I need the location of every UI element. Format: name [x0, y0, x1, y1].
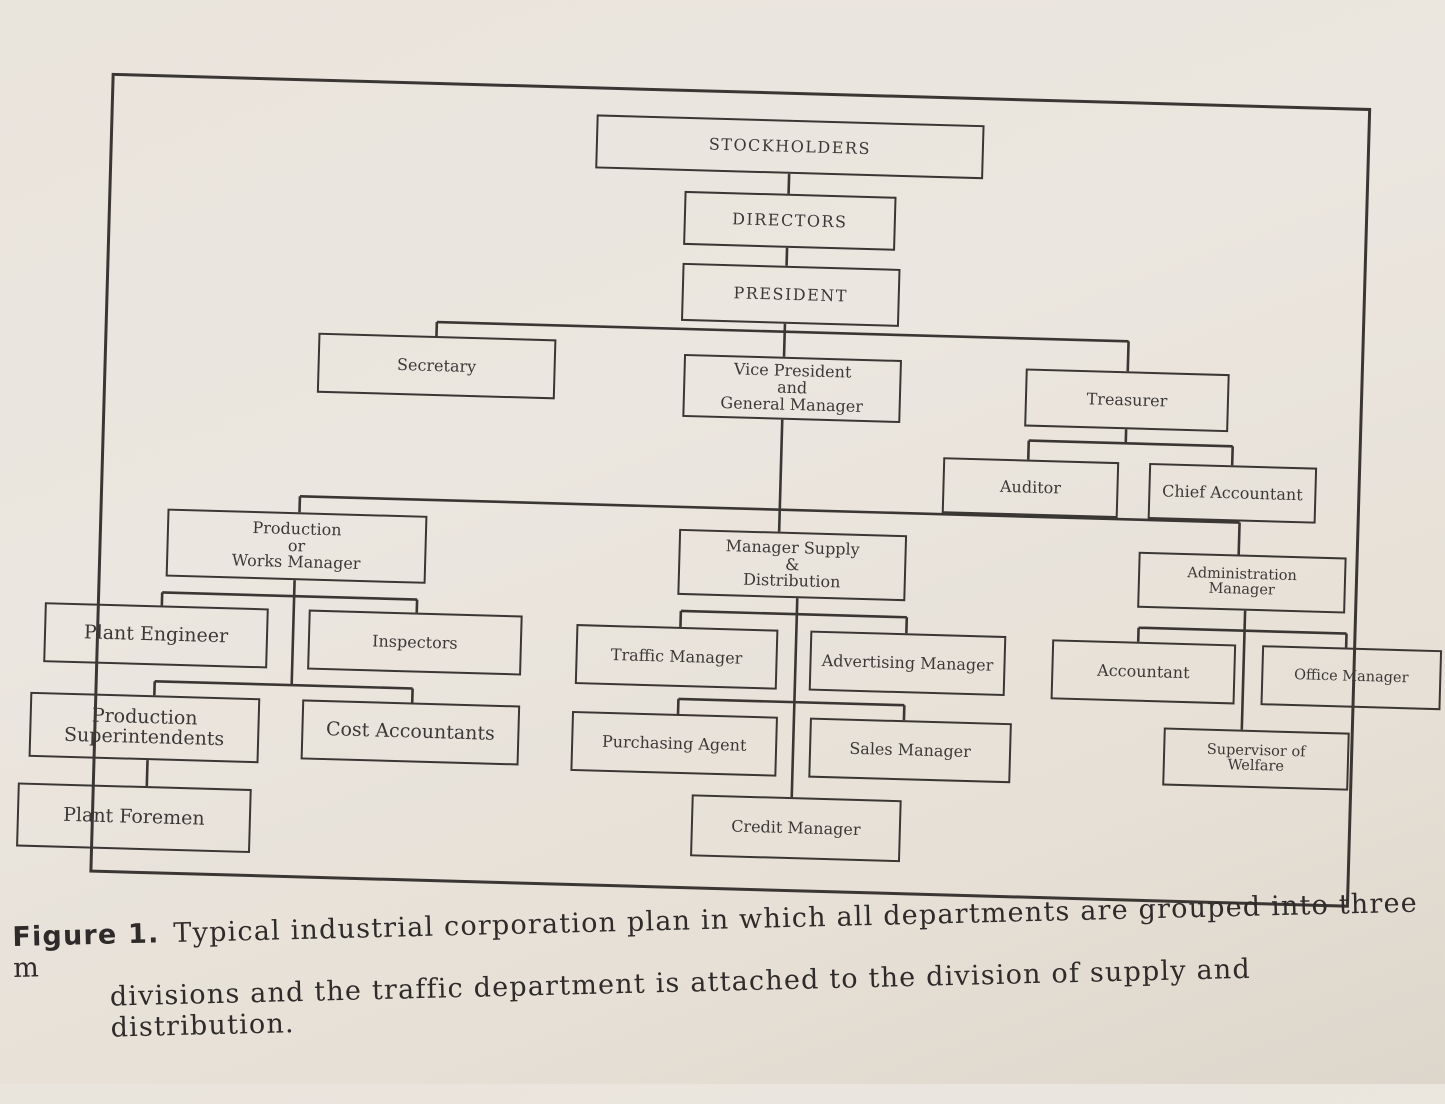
credit-manager-label: Credit Manager: [731, 818, 861, 838]
accountant-box: Accountant: [1051, 639, 1237, 704]
secretary-box: Secretary: [317, 333, 557, 400]
secretary-label: Secretary: [397, 357, 477, 376]
office-manager-label: Office Manager: [1294, 668, 1409, 686]
plant-foremen-box: Plant Foremen: [16, 783, 252, 854]
traffic-manager-box: Traffic Manager: [575, 624, 779, 690]
purchasing-agent-label: Purchasing Agent: [602, 733, 747, 754]
advertising-manager-box: Advertising Manager: [809, 631, 1007, 696]
advertising-manager-label: Advertising Manager: [822, 653, 994, 675]
traffic-manager-label: Traffic Manager: [611, 647, 743, 667]
cost-accountants-label: Cost Accountants: [326, 720, 495, 745]
production-superintendents-box: Production Superintendents: [29, 692, 261, 763]
treasurer-box: Treasurer: [1024, 368, 1230, 432]
treasurer-label: Treasurer: [1086, 391, 1167, 410]
inspectors-label: Inspectors: [372, 633, 458, 652]
accountant-label: Accountant: [1097, 662, 1190, 681]
administration-manager-box: Administration Manager: [1137, 552, 1346, 614]
auditor-box: Auditor: [942, 457, 1119, 518]
vice-president-label-line3: General Manager: [720, 395, 863, 416]
cost-accountants-box: Cost Accountants: [301, 699, 521, 765]
sales-manager-label: Sales Manager: [849, 740, 971, 760]
administration-manager-label-line2: Manager: [1208, 582, 1275, 599]
figure-label: Figure 1.: [12, 918, 160, 953]
chief-accountant-box: Chief Accountant: [1148, 463, 1317, 524]
supervisor-welfare-box: Supervisor of Welfare: [1162, 727, 1350, 790]
manager-supply-label-line3: Distribution: [743, 572, 841, 592]
plant-engineer-label: Plant Engineer: [84, 623, 229, 647]
directors-box: DIRECTORS: [683, 191, 896, 251]
president-box: PRESIDENT: [681, 263, 901, 327]
chief-accountant-label: Chief Accountant: [1162, 483, 1303, 504]
office-manager-box: Office Manager: [1260, 645, 1442, 710]
stockholders-box: STOCKHOLDERS: [595, 114, 984, 179]
supervisor-welfare-label-line2: Welfare: [1227, 758, 1284, 775]
plant-engineer-box: Plant Engineer: [43, 602, 269, 668]
purchasing-agent-box: Purchasing Agent: [570, 711, 778, 777]
president-label: PRESIDENT: [733, 285, 848, 305]
production-manager-box: Production or Works Manager: [166, 509, 428, 584]
plant-foremen-label: Plant Foremen: [63, 806, 205, 830]
auditor-label: Auditor: [1000, 478, 1061, 496]
sales-manager-box: Sales Manager: [808, 718, 1012, 784]
inspectors-box: Inspectors: [307, 610, 523, 676]
vice-president-box: Vice President and General Manager: [682, 354, 902, 423]
directors-label: DIRECTORS: [732, 211, 848, 231]
credit-manager-box: Credit Manager: [690, 794, 902, 862]
production-manager-label-line3: Works Manager: [231, 553, 360, 573]
manager-supply-box: Manager Supply & Distribution: [677, 529, 907, 601]
production-superintendents-label-line2: Superintendents: [64, 725, 225, 749]
stockholders-label: STOCKHOLDERS: [709, 136, 872, 157]
